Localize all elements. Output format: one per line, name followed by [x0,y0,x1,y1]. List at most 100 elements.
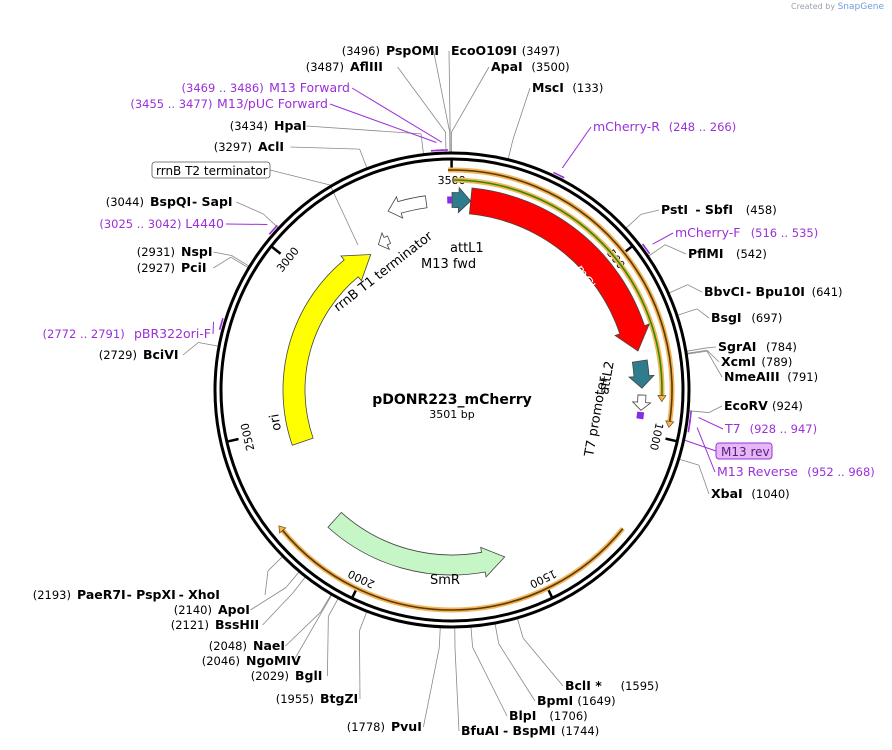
snapgene-credit: Created by SnapGene [791,2,884,12]
tick-mark [270,245,282,255]
enzyme-position: (2931) [137,245,175,259]
enzyme-site: ApoI (2140) [174,602,250,617]
enzyme-position: (3497) [522,44,560,58]
orf-inner-core [453,179,663,396]
t7-promoter-label: T7 promoter [582,375,611,459]
enzyme-position: (784) [766,340,797,354]
primer-range: (2772 .. 2791) [43,327,125,341]
enzyme-position: (3487) [306,60,344,74]
tick-label: 3500 [438,174,466,187]
enzyme-name: HpaI [274,118,307,133]
credit-text: Created by [791,2,836,11]
m13-rev-box [715,442,773,460]
primer-site: pBR322ori-F(2772 .. 2791) [43,326,211,341]
enzyme-position: (2048) [209,639,247,653]
orf-outer-core [448,169,673,422]
plasmid-size: 3501 bp [429,408,474,421]
orf-arrowhead [665,420,675,428]
enzyme-position: (3500) [531,60,569,74]
enzyme-site: EcoO109I (3497) [451,43,560,58]
enzyme-name: PaeR7I [77,587,126,602]
enzyme-name: BlpI [509,708,536,723]
tick-mark [226,437,239,443]
enzyme-name: BglI [295,668,322,683]
enzyme-position: (3044) [106,195,144,209]
enzyme-name: MscI [532,80,564,95]
primer-mark [218,318,224,330]
orf-arrowhead [278,525,287,534]
enzyme-position: (2029) [251,669,289,683]
enzyme-name: EcoO109I [451,43,517,58]
enzyme-name: NspI [181,244,213,259]
primer-site: T7 (928 .. 947) [724,421,817,436]
primer-range: (248 .. 266) [669,120,737,134]
enzyme-site: XbaI (1040) [711,486,790,501]
enzyme-position: (1040) [751,487,789,501]
primer-mark [553,171,565,179]
enzyme-position: (789) [761,355,792,369]
enzyme-site: BspQI(3044)- SapI [106,194,233,209]
enzyme-site: PvuI(1778) [347,719,422,734]
enzyme-site: NgoMIV(2046) [202,653,301,668]
enzyme-position: (1706) [549,709,587,723]
enzyme-name: PciI [181,260,207,275]
primer-site: L4440(3025 .. 3042) [99,216,224,231]
enzyme-site: BclI * (1595) [565,678,659,693]
enzyme-alt2-name: - XhoI [179,587,220,602]
enzyme-position: (1595) [621,679,659,693]
enzyme-position: (1649) [577,694,615,708]
primer-site: M13 Reverse(952 .. 968) [717,464,875,479]
plasmid-name: pDONR223_mCherry [372,392,532,408]
enzyme-name: SgrAI [718,339,756,354]
enzyme-site: NmeAIII(791) [724,369,818,384]
enzyme-alt-name: - SapI [192,194,233,209]
orf-lower-core [282,528,624,611]
primer-site: mCherry-R(248 .. 266) [593,119,736,134]
enzyme-site: AclI(3297) [214,139,284,154]
enzyme-alt-name: - SbfI [695,202,733,217]
enzyme-site: BtgZI(1955) [276,691,358,706]
enzyme-site: BfuAI(1744)- BspMI [461,723,599,738]
primer-mark [687,420,691,433]
enzyme-site: PciI(2927) [137,260,207,275]
tick-label: 3000 [274,245,302,275]
enzyme-position: (697) [751,311,782,325]
enzyme-site: AflIII(3487) [306,59,383,74]
enzyme-position: (2046) [202,654,240,668]
enzyme-position: (2193) [33,588,71,602]
enzyme-site: EcoRV(924) [724,398,803,413]
enzyme-site: BlpI (1706) [509,708,588,723]
primer-range: (928 .. 947) [750,422,818,436]
enzyme-site: NaeI(2048) [209,638,285,653]
enzyme-position: (3434) [230,119,268,133]
enzyme-name: XbaI [711,486,743,501]
primer-name: M13 Forward [269,80,350,95]
primer-name: M13/pUC Forward [217,96,328,111]
enzyme-name: ApaI [491,59,523,74]
enzyme-name: BtgZI [320,691,358,706]
enzyme-site: PaeR7I(2193)- PspXI- XhoI [33,587,220,602]
enzyme-site: MscI(133) [532,80,603,95]
m13-fwd-label: M13 fwd [421,257,476,272]
feature-ori [282,254,372,446]
snapgene-brand: SnapGene [837,2,884,12]
rrnb-t2-label: rrnB T2 terminator [156,164,268,178]
enzyme-site: ApaI (3500) [491,59,570,74]
enzyme-site: HpaI (3434) [230,118,307,133]
feature-rrnb-t1-small [377,231,392,251]
rrnb-t2-box [151,161,271,179]
enzyme-site: PflMI(542) [688,246,767,261]
enzyme-name: AclI [258,139,284,154]
attl1-label: attL1 [450,241,484,256]
enzyme-name: BpmI [537,693,573,708]
enzyme-name: ApoI [218,602,250,617]
orf-arrowhead [657,395,667,403]
primer-name: T7 [724,421,741,436]
enzyme-position: (1778) [347,720,385,734]
m13-rev-label: M13 rev [721,445,770,459]
primer-name: M13 Reverse [717,464,798,479]
enzyme-name: BclI * [565,678,602,693]
enzyme-position: (2140) [174,603,212,617]
